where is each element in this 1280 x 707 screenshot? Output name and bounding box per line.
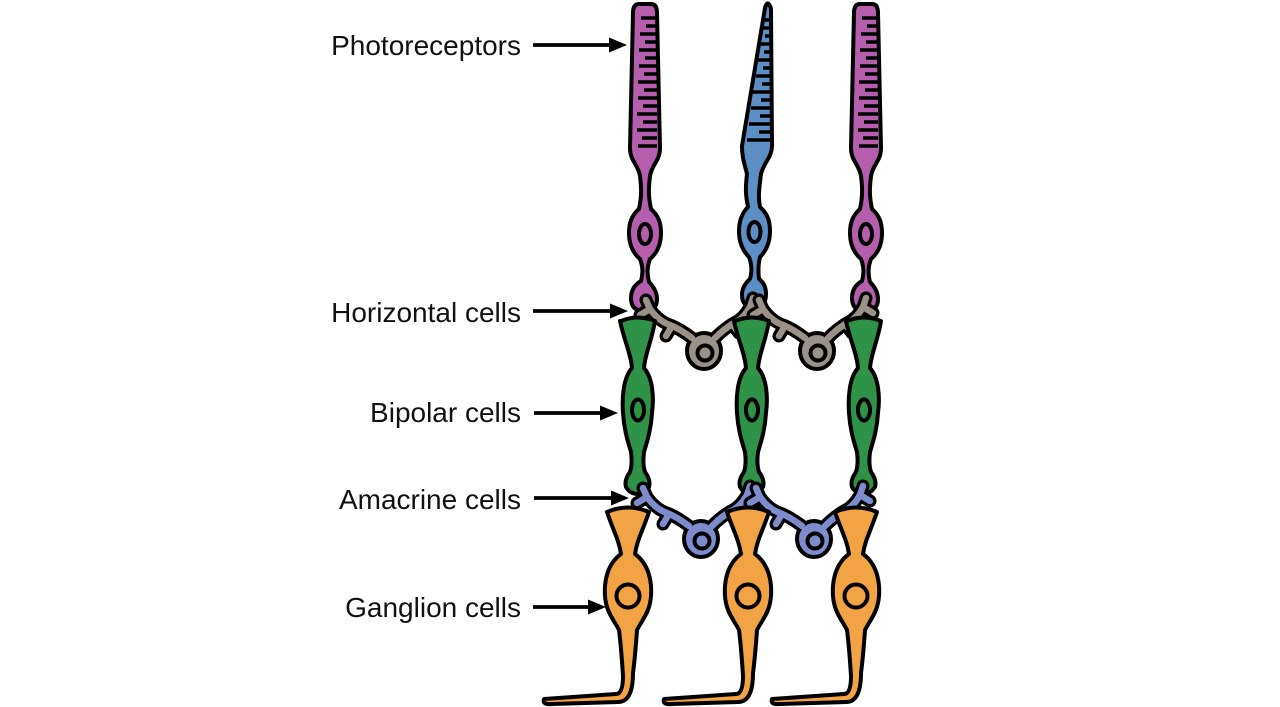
bipolar-cell-1 bbox=[618, 315, 657, 496]
bipolar-cell-3 bbox=[844, 315, 883, 496]
horizontal-cells-arrow bbox=[533, 303, 628, 319]
arrow-head bbox=[609, 37, 627, 53]
rod-photoreceptor-1 bbox=[627, 2, 663, 313]
arrow-head bbox=[610, 303, 628, 319]
labels: Photoreceptors Horizontal cells Bipolar … bbox=[331, 30, 629, 623]
ganglion-cells-arrow bbox=[533, 599, 606, 615]
arrow-head bbox=[611, 490, 629, 506]
label-ganglion-cells: Ganglion cells bbox=[345, 592, 521, 623]
arrow-head bbox=[588, 599, 606, 615]
label-amacrine-cells: Amacrine cells bbox=[339, 484, 521, 515]
cone-photoreceptor bbox=[737, 1, 774, 310]
rod-photoreceptor-2 bbox=[848, 2, 884, 313]
label-bipolar-cells: Bipolar cells bbox=[370, 397, 521, 428]
amacrine-cells-arrow bbox=[534, 490, 629, 506]
arrow-head bbox=[600, 405, 618, 421]
bipolar-cell-layer bbox=[618, 315, 883, 496]
bipolar-cell-2 bbox=[732, 315, 771, 496]
photoreceptors-arrow bbox=[533, 37, 627, 53]
label-horizontal-cells: Horizontal cells bbox=[331, 297, 521, 328]
bipolar-cells-arrow bbox=[534, 405, 618, 421]
label-photoreceptors: Photoreceptors bbox=[331, 30, 521, 61]
photoreceptor-layer bbox=[627, 1, 884, 313]
